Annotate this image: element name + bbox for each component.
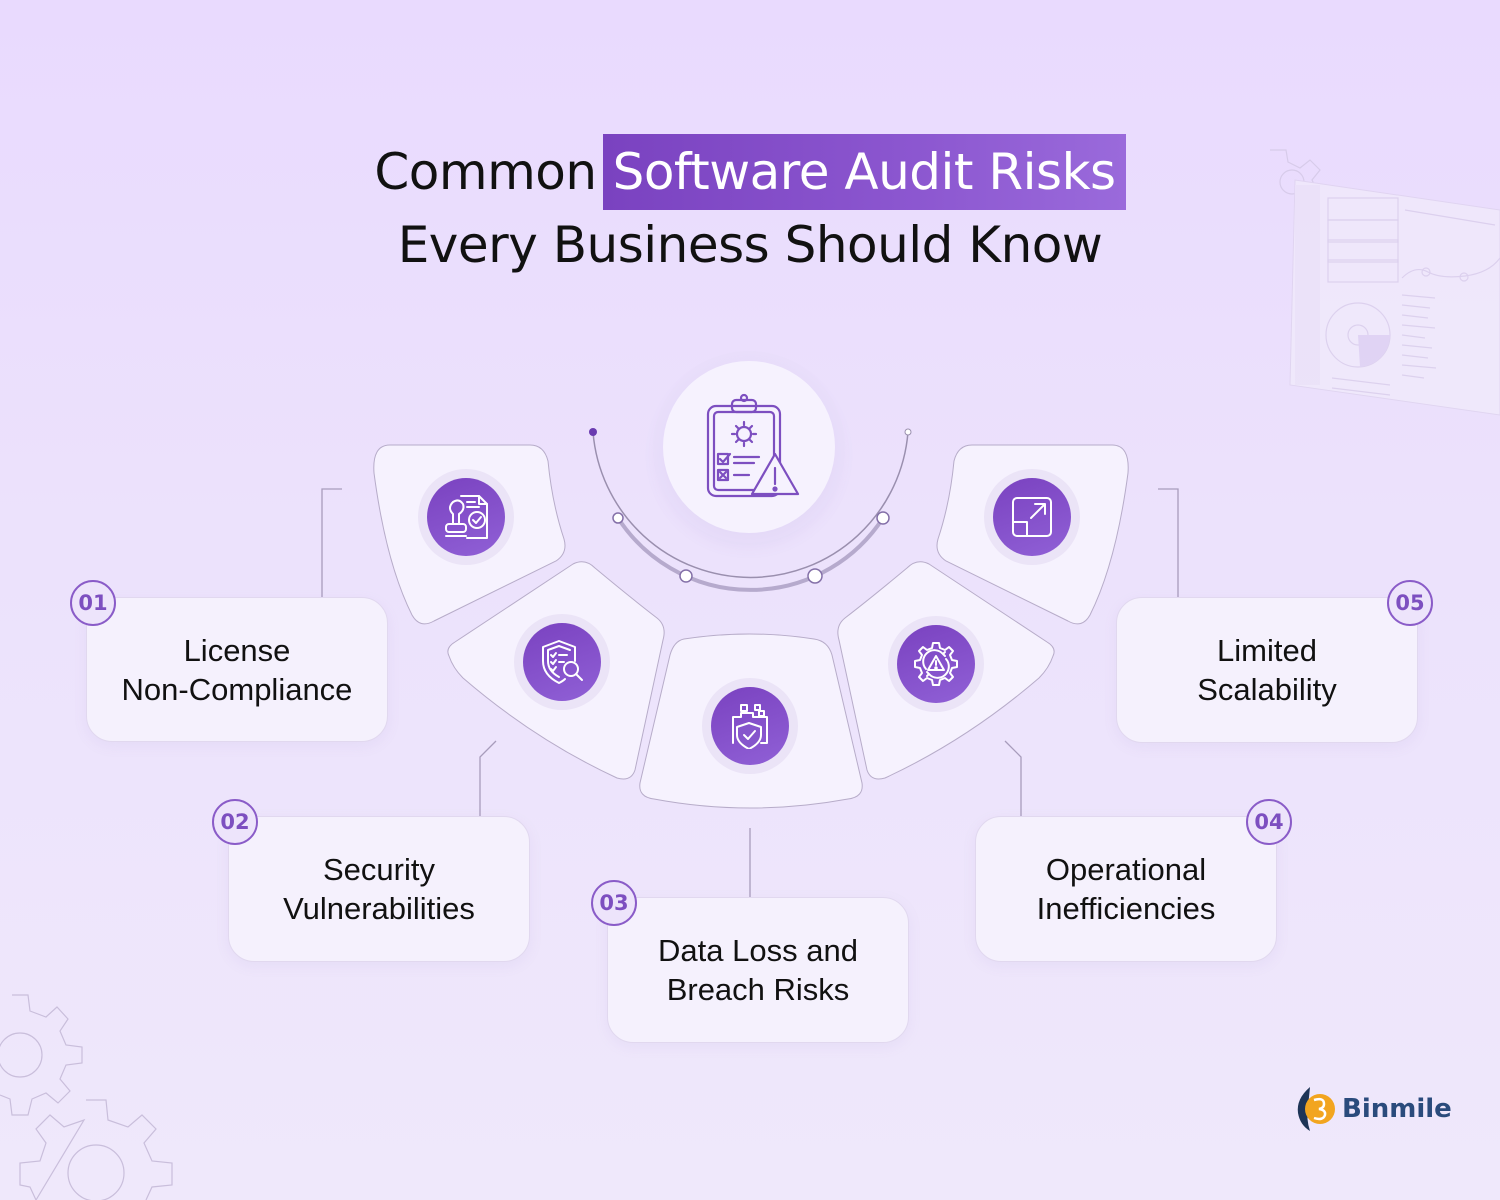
risk-label-04: Operational Inefficiencies [1036, 852, 1216, 926]
risk-icon-01 [427, 478, 505, 556]
risk-icon-05 [993, 478, 1071, 556]
gear-icon [0, 994, 173, 1200]
dashboard-icon [1270, 149, 1500, 416]
gear-warning-cycle-icon [914, 642, 958, 686]
background-gears-bottom-left [0, 975, 180, 1200]
risk-tile-02[interactable] [445, 560, 667, 782]
shield-magnifier-icon [542, 640, 583, 684]
risk-card-05[interactable]: Limited Scalability [1116, 597, 1418, 743]
risk-tile-04[interactable] [835, 560, 1057, 782]
risk-number-badge-02: 02 [212, 799, 258, 845]
risk-number-badge-04: 04 [1246, 799, 1292, 845]
scale-expand-icon [1012, 497, 1052, 537]
background-dashboard-illustration [1250, 140, 1500, 420]
risk-tile-03[interactable] [636, 633, 866, 810]
risk-icon-03 [711, 687, 789, 765]
arc-start-dot [589, 428, 597, 436]
risk-card-01[interactable]: License Non-Compliance [86, 597, 388, 742]
title-highlight: Software Audit Risks [602, 134, 1126, 210]
risk-label-03: Data Loss and Breach Risks [658, 933, 858, 1007]
risk-card-02[interactable]: Security Vulnerabilities [228, 816, 530, 962]
risk-tile-01[interactable] [372, 443, 567, 625]
stamp-document-check-icon [445, 495, 488, 539]
clipboard-gear-warning-icon [706, 393, 800, 498]
risk-number-badge-03: 03 [591, 880, 637, 926]
risk-label-02: Security Vulnerabilities [283, 852, 475, 926]
risk-card-04[interactable]: Operational Inefficiencies [975, 816, 1277, 962]
brand-name: Binmile [1342, 1094, 1452, 1124]
binmile-logo-icon [1297, 1087, 1335, 1131]
page-title-line-2: Every Business Should Know [397, 216, 1103, 274]
center-hub [663, 361, 835, 533]
risk-number-badge-01: 01 [70, 580, 116, 626]
risk-label-05: Limited Scalability [1197, 633, 1337, 707]
folder-shield-check-icon [732, 704, 768, 749]
risk-label-01: License Non-Compliance [121, 632, 353, 707]
risk-number-badge-05: 05 [1387, 580, 1433, 626]
brand-logo[interactable]: Binmile [1294, 1085, 1452, 1133]
risk-icon-04 [897, 625, 975, 703]
risk-icon-02 [523, 623, 601, 701]
risk-card-03[interactable]: Data Loss and Breach Risks [607, 897, 909, 1043]
title-prefix: Common [374, 143, 597, 201]
risk-tile-05[interactable] [935, 443, 1130, 625]
